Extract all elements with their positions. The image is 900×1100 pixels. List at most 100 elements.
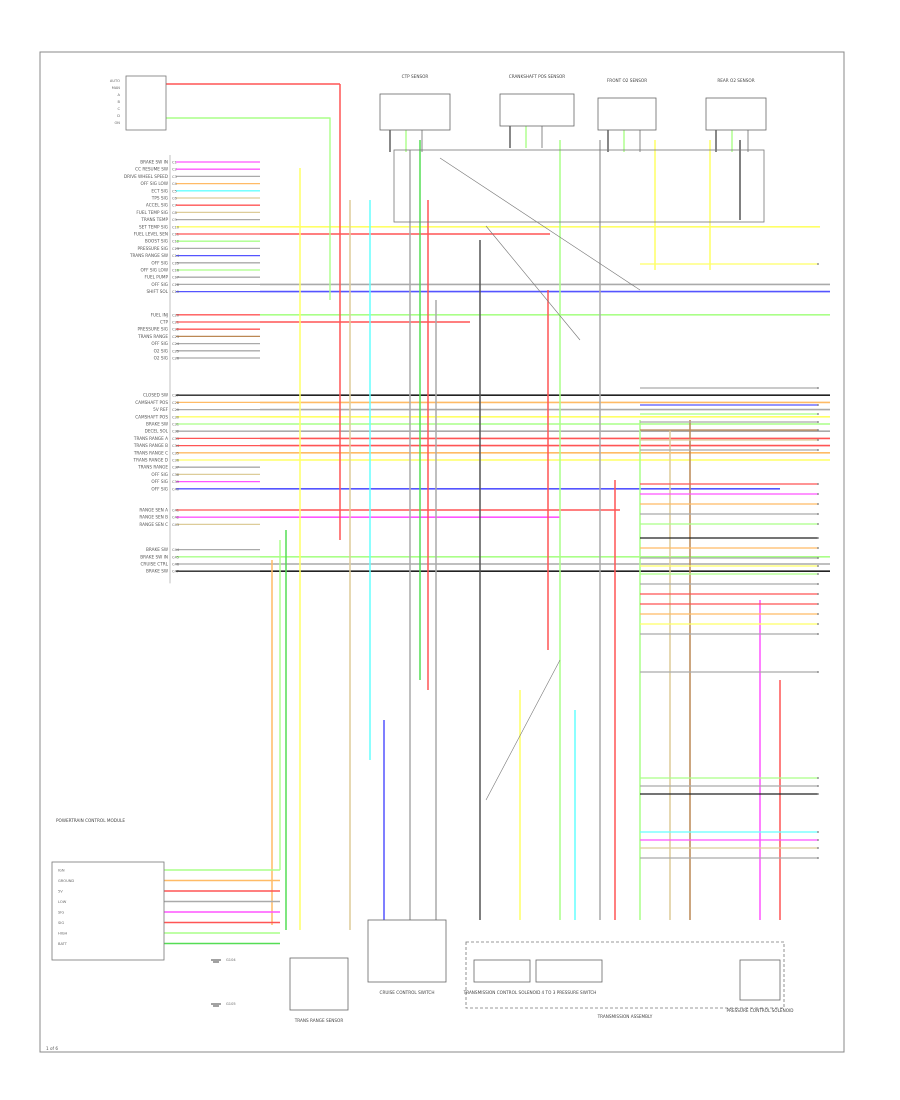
ecm-pin-label: OFF SIG xyxy=(151,479,168,484)
ecm-pin-label: FUEL PUMP xyxy=(144,275,168,280)
ecm-pin-number: C47 xyxy=(172,570,179,574)
ecm-pin-number: C26 xyxy=(172,357,180,361)
lower-connector-label: IGN xyxy=(58,869,65,873)
ecm-pin-label: TRANS TEMP xyxy=(140,217,168,222)
ecm-pin-label: OFF SIG xyxy=(151,341,168,346)
top-component-box xyxy=(379,93,451,131)
wire-end-dot xyxy=(817,439,819,441)
ecm-pin-label: ACCEL SIG xyxy=(146,203,168,208)
ecm-pin-number: C31 xyxy=(172,423,179,427)
wire-end-dot xyxy=(817,613,819,615)
wire-end-dot xyxy=(817,421,819,423)
wire-layer xyxy=(104,83,830,945)
ecm-pin-label: CAMSHAFT POS xyxy=(135,400,168,405)
ecm-pin-label: OFF SIG LOW xyxy=(140,268,168,273)
ecm-pin-label: OFF SIG xyxy=(151,282,168,287)
ecm-pin-number: C23 xyxy=(172,335,179,339)
ecm-pin-number: C22 xyxy=(172,328,179,332)
ecm-pin-number: C42 xyxy=(172,516,179,520)
ecm-pin-number: C46 xyxy=(172,563,180,567)
wire-end-dot xyxy=(817,671,819,673)
ecm-pin-number: C43 xyxy=(172,523,179,527)
diagram-frame xyxy=(39,51,845,1053)
page-number: 1 of 6 xyxy=(46,1046,58,1051)
wire-end-dot xyxy=(817,777,819,779)
wire-end-dot xyxy=(817,493,819,495)
wire-end-dot xyxy=(817,449,819,451)
ecm-pin-label: TRANS RANGE C xyxy=(133,450,168,455)
wire-end-dot xyxy=(817,503,819,505)
ecm-pin-number: C7 xyxy=(172,204,177,208)
top-component-label: REAR O2 SENSOR xyxy=(717,78,754,83)
ecm-pin-label: BRAKE SW xyxy=(146,422,168,427)
ecm-pin-label: O2 SIG xyxy=(154,348,168,353)
ecm-pin-label: RANGE SEN A xyxy=(139,508,168,513)
ecm-pin-number: C11 xyxy=(172,233,179,237)
lower-connector-label: GROUND xyxy=(58,879,74,883)
leader-line xyxy=(439,157,641,291)
ecm-pin-number: C28 xyxy=(172,401,180,405)
wire-end-dot xyxy=(817,565,819,567)
ecm-pin-label: CRUISE CTRL xyxy=(141,562,169,567)
ecm-pin-label: PRESSURE SIG xyxy=(138,246,169,251)
wire-end-dot xyxy=(817,603,819,605)
ecm-pin-number: C32 xyxy=(172,430,179,434)
ecm-pin-number: C3 xyxy=(172,175,177,179)
ecm-pin-number: C14 xyxy=(172,254,180,258)
ecm-pin-number: C15 xyxy=(172,261,179,265)
ecm-pin-label: FUEL INJ xyxy=(151,312,168,317)
ecm-pin-number: C5 xyxy=(172,189,177,193)
ecm-pin-number: C41 xyxy=(172,509,179,513)
ecm-pin-number: C17 xyxy=(172,276,179,280)
ecm-pin-label: TRANS RANGE xyxy=(137,334,168,339)
switch-label: D xyxy=(117,114,120,118)
lower-connector-label: HIGH xyxy=(58,932,68,936)
bottom-component-label: TRANSMISSION CONTROL SOLENOID xyxy=(463,990,541,995)
lower-connector-label: BATT xyxy=(58,942,68,946)
ecm-pin-label: TPS SIG xyxy=(151,196,168,201)
ecm-pin-label: OFF SIG xyxy=(151,260,168,265)
ecm-pin-label: DECEL SOL xyxy=(145,429,169,434)
module-title: POWERTRAIN CONTROL MODULE xyxy=(56,818,125,823)
ecm-pin-number: C35 xyxy=(172,451,179,455)
ecm-pin-label: BRAKE SW IN xyxy=(140,554,168,559)
ecm-pin-label: TRANS RANGE SW xyxy=(129,253,168,258)
ecm-pin-number: C37 xyxy=(172,466,179,470)
bottom-component-label: PRESSURE CONTROL SOLENOID xyxy=(727,1008,794,1013)
ecm-pin-number: C16 xyxy=(172,269,180,273)
ecm-pin-label: ECT SIG xyxy=(151,188,168,193)
wire-end-dot xyxy=(817,847,819,849)
ecm-pin-label: BRAKE SW xyxy=(146,547,168,552)
wire-end-dot xyxy=(817,404,819,406)
bottom-component-label: 4 TO 3 PRESSURE SWITCH xyxy=(542,990,597,995)
ecm-pin-number: C29 xyxy=(172,408,180,412)
ecm-pin-number: C27 xyxy=(172,394,179,398)
lower-connector-label: SIG xyxy=(58,911,64,915)
top-component-label: CTP SENSOR xyxy=(402,74,429,79)
ecm-pin-label: O2 SIG xyxy=(154,356,168,361)
component-layer xyxy=(51,75,819,1011)
wire-end-dot xyxy=(817,263,819,265)
bottom-component-box xyxy=(289,957,349,1011)
ecm-pin-label: DRIVE WHEEL SPEED xyxy=(124,174,168,179)
top-component-box xyxy=(705,97,767,131)
ecm-pin-label: TRANS RANGE xyxy=(137,465,168,470)
wire-end-dot xyxy=(817,857,819,859)
ecm-lower-connector xyxy=(51,861,165,961)
wire-end-dot xyxy=(817,793,819,795)
leader-line xyxy=(485,225,581,341)
ecm-pin-number: C30 xyxy=(172,415,180,419)
wire-end-dot xyxy=(817,429,819,431)
ground-label: G105 xyxy=(226,1002,236,1006)
ecm-pin-label: PRESSURE SIG xyxy=(138,327,169,332)
wire-end-dot xyxy=(817,633,819,635)
bottom-component-box xyxy=(473,959,531,983)
lower-connector-label: LOW xyxy=(58,900,67,904)
ecm-pin-number: C40 xyxy=(172,487,180,491)
ecm-pin-number: C8 xyxy=(172,211,178,215)
wire-end-dot xyxy=(817,593,819,595)
wire-end-dot xyxy=(817,557,819,559)
